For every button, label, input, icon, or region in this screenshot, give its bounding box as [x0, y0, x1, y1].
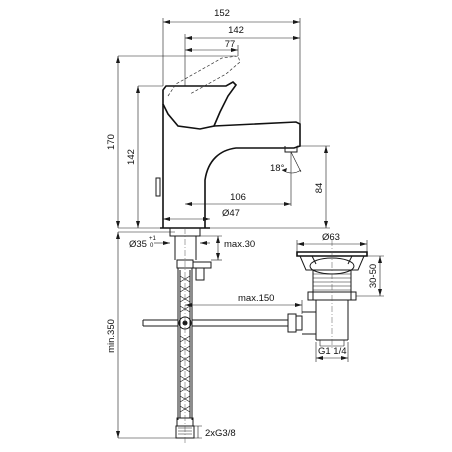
dim-max-thickness: max.30	[224, 239, 255, 250]
dim-spout-angle: 18°	[270, 163, 285, 174]
dim-waste-thread: G1 1/4	[318, 346, 347, 357]
mounting-assembly	[169, 228, 212, 439]
pop-up-rod	[142, 313, 303, 333]
dim-pop-rod-length: max.150	[238, 293, 274, 304]
dim-body-height: 142	[126, 149, 137, 165]
dim-waste-height: 30-50	[368, 264, 379, 288]
dimension-labels: 152 142 77 170 142 106 84 18° Ø47 Ø35 +1…	[106, 8, 379, 439]
dim-hose-connection: 2xG3/8	[205, 428, 236, 439]
dim-total-height: 170	[106, 134, 117, 150]
dim-lever-width: 77	[225, 39, 236, 50]
dim-hole-tol-minus: 0	[150, 243, 154, 249]
dim-base-diameter: Ø47	[222, 208, 240, 219]
faucet-body	[155, 55, 301, 229]
dim-hole-angle: Ø35	[129, 239, 147, 250]
dim-spout-offset: 106	[230, 192, 246, 203]
dim-overall-width: 152	[214, 8, 230, 19]
dim-hole-tol-plus: +1	[149, 236, 157, 242]
dim-hose-length: min.350	[106, 319, 117, 353]
dim-spout-reach: 142	[228, 25, 244, 36]
dimension-lines	[116, 18, 384, 439]
dim-waste-diameter: Ø63	[322, 232, 340, 243]
dim-spout-height: 84	[314, 183, 325, 194]
waste-valve	[296, 240, 368, 350]
